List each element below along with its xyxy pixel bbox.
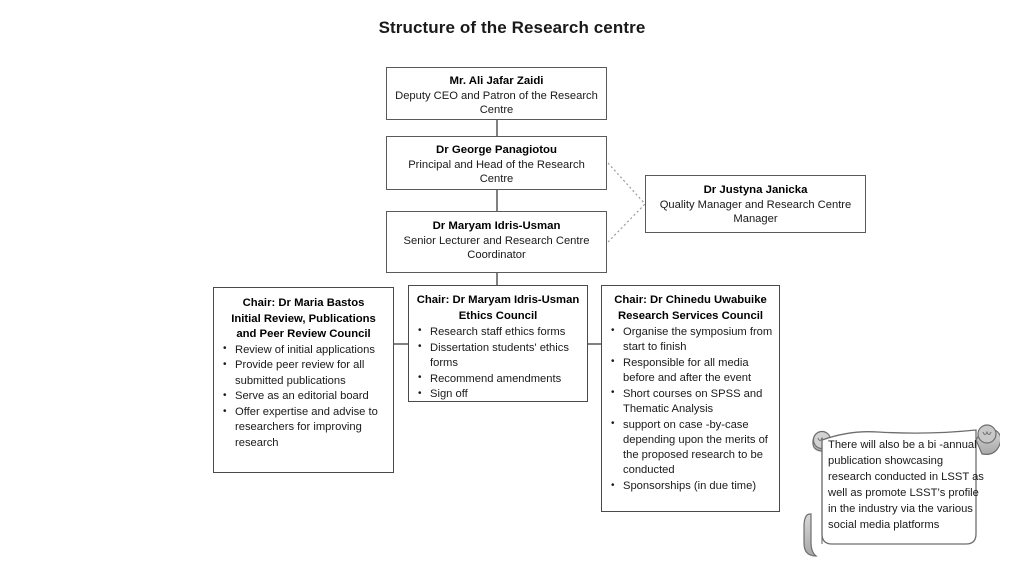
org-box-quality-manager-name: Dr Justyna Janicka (703, 184, 808, 196)
council-review-list: Review of initial applications Provide p… (220, 342, 387, 451)
org-box-principal[interactable]: Dr George Panagiotou Principal and Head … (386, 136, 607, 190)
org-box-principal-name: Dr George Panagiotou (436, 144, 557, 156)
connector-review-to-ethics (394, 343, 408, 345)
list-item: Provide peer review for all submitted pu… (220, 358, 387, 388)
council-box-initial-review[interactable]: Chair: Dr Maria Bastos Initial Review, P… (213, 287, 394, 473)
org-box-ceo-name: Mr. Ali Jafar Zaidi (449, 75, 544, 87)
org-box-quality-manager[interactable]: Dr Justyna Janicka Quality Manager and R… (645, 175, 866, 233)
org-box-coordinator-role: Senior Lecturer and Research Centre Coor… (403, 234, 590, 262)
dotted-connector-principal-to-quality (607, 162, 646, 205)
council-ethics-name: Ethics Council (458, 309, 538, 322)
list-item: support on case -by-case depending upon … (608, 417, 773, 479)
page-title: Structure of the Research centre (378, 18, 646, 37)
connector-ethics-to-services (588, 343, 601, 345)
scroll-note-text: There will also be a bi -annual publicat… (828, 439, 984, 531)
council-services-chair: Chair: Dr Chinedu Uwabuike (614, 294, 767, 306)
org-box-principal-role: Principal and Head of the Research Centr… (408, 158, 585, 186)
list-item: Sponsorships (in due time) (608, 479, 773, 494)
list-item: Recommend amendments (415, 371, 581, 387)
scroll-note[interactable]: There will also be a bi -annual publicat… (800, 418, 1002, 562)
org-box-quality-manager-role: Quality Manager and Research Centre Mana… (659, 198, 852, 226)
council-services-name: Research Services Council (617, 309, 764, 322)
council-box-research-services[interactable]: Chair: Dr Chinedu Uwabuike Research Serv… (601, 285, 780, 512)
connector-ceo-to-principal (496, 120, 498, 136)
dotted-connector-coordinator-to-quality (607, 203, 646, 243)
org-box-coordinator[interactable]: Dr Maryam Idris-Usman Senior Lecturer an… (386, 211, 607, 273)
list-item: Dissertation students' ethics forms (415, 340, 581, 371)
list-item: Research staff ethics forms (415, 324, 581, 340)
list-item: Offer expertise and advise to researcher… (220, 405, 387, 451)
connector-principal-to-coordinator (496, 190, 498, 211)
org-box-ceo-role: Deputy CEO and Patron of the Research Ce… (395, 89, 598, 117)
council-ethics-list: Research staff ethics forms Dissertation… (415, 324, 581, 403)
council-services-list: Organise the symposium from start to fin… (608, 324, 773, 495)
council-review-name: Initial Review, Publications and Peer Re… (231, 312, 376, 340)
council-box-ethics[interactable]: Chair: Dr Maryam Idris-Usman Ethics Coun… (408, 285, 588, 402)
council-review-chair: Chair: Dr Maria Bastos (242, 297, 365, 309)
council-ethics-chair: Chair: Dr Maryam Idris-Usman (416, 294, 580, 306)
list-item: Review of initial applications (220, 342, 387, 358)
list-item: Sign off (415, 387, 581, 402)
list-item: Organise the symposium from start to fin… (608, 324, 773, 355)
connector-coordinator-to-ethics (496, 273, 498, 285)
list-item: Short courses on SPSS and Thematic Analy… (608, 386, 773, 417)
list-item: Responsible for all media before and aft… (608, 355, 773, 386)
org-box-ceo[interactable]: Mr. Ali Jafar Zaidi Deputy CEO and Patro… (386, 67, 607, 120)
org-box-coordinator-name: Dr Maryam Idris-Usman (432, 220, 561, 232)
list-item: Serve as an editorial board (220, 389, 387, 404)
